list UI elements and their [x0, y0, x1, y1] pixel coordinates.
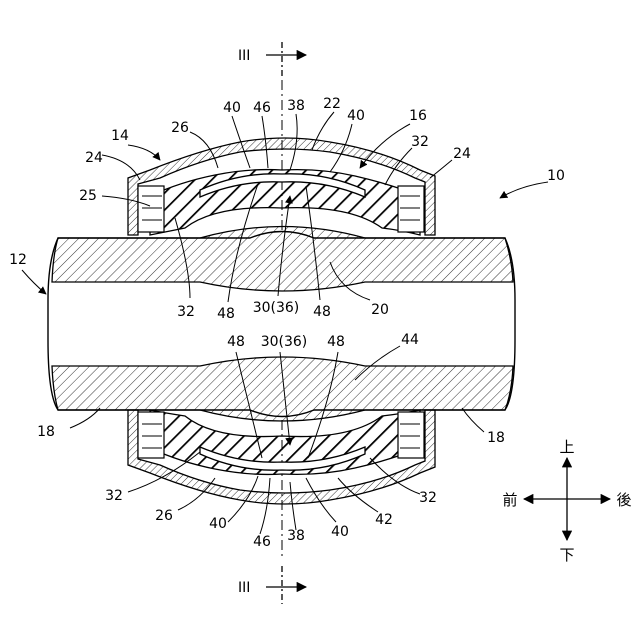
label-48-lower-left: 48	[227, 334, 245, 350]
direction-back-label: 後	[616, 491, 631, 509]
label-26-lower: 26	[155, 508, 173, 524]
label-24-right: 24	[453, 146, 471, 162]
label-40-upper-right: 40	[347, 108, 365, 124]
label-25: 25	[79, 188, 97, 204]
section-marker-top: III	[238, 42, 306, 78]
label-40-lower-right: 40	[331, 524, 349, 540]
direction-front-label: 前	[502, 491, 517, 509]
label-48-upper-right: 48	[313, 304, 331, 320]
direction-compass: 上 下 前 後	[502, 438, 631, 564]
label-22: 22	[323, 96, 341, 112]
label-40-lower-left: 40	[209, 516, 227, 532]
direction-down-label: 下	[559, 546, 574, 564]
label-38-lower: 38	[287, 528, 305, 544]
section-label-top: III	[238, 48, 250, 64]
label-20: 20	[371, 302, 389, 318]
label-10: 10	[547, 168, 565, 184]
label-32-upper-left: 32	[177, 304, 195, 320]
label-32-lower-right: 32	[419, 490, 437, 506]
label-12: 12	[9, 252, 27, 268]
shaft-wall-upper	[52, 227, 513, 292]
shaft-wall-lower	[52, 357, 513, 421]
label-48-upper-left: 48	[217, 306, 235, 322]
label-16: 16	[409, 108, 427, 124]
label-18-left: 18	[37, 424, 55, 440]
label-48-lower-right: 48	[327, 334, 345, 350]
direction-up-label: 上	[559, 438, 574, 456]
label-44: 44	[401, 332, 419, 348]
label-38-upper: 38	[287, 98, 305, 114]
label-40-upper-left: 40	[223, 100, 241, 116]
label-24-left: 24	[85, 150, 103, 166]
label-46-upper: 46	[253, 100, 271, 116]
label-46-lower: 46	[253, 534, 271, 550]
section-marker-bottom: III	[238, 566, 306, 604]
label-32-upper-right: 32	[411, 134, 429, 150]
label-14: 14	[111, 128, 129, 144]
label-26-upper: 26	[171, 120, 189, 136]
label-30-upper: 30(36)	[253, 300, 300, 316]
label-18-right: 18	[487, 430, 505, 446]
label-30-lower: 30(36)	[261, 334, 308, 350]
section-label-bottom: III	[238, 580, 250, 596]
label-42: 42	[375, 512, 393, 528]
label-32-lower-left: 32	[105, 488, 123, 504]
